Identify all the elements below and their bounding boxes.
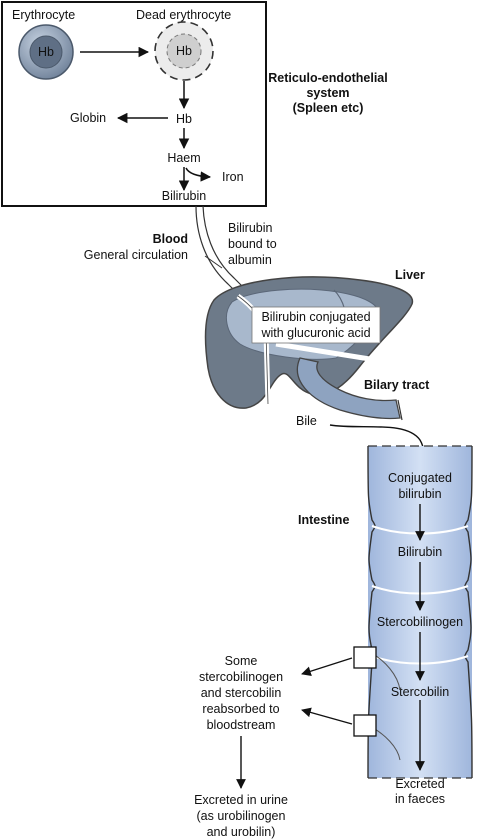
hb-label-erythrocyte: Hb [38,45,54,59]
iron-label: Iron [222,170,244,184]
intestine-title: Intestine [298,513,349,527]
arrow-reabsorb-upper [301,657,353,676]
segment1-line1: Conjugated [388,471,452,485]
globin-label: Globin [70,111,106,125]
bilirubin-label: Bilirubin [162,189,207,203]
reticulo-title-line1: Reticulo-endothelial [268,71,387,85]
reabsorb-line5: bloodstream [207,718,276,732]
segment1-line2: bilirubin [398,487,441,501]
blood-vessel [195,205,247,297]
conjugation-line1: Bilirubin conjugated [261,310,370,324]
haem-label: Haem [167,151,200,165]
reabsorb-box-lower [353,714,377,737]
bound-line3: albumin [228,253,272,267]
segment3-label: Stercobilinogen [377,615,463,629]
hb-label-dead: Hb [176,44,192,58]
reabsorb-line1: Some [225,654,258,668]
arrow-to-iron [185,167,212,182]
segment2-label: Bilirubin [398,545,443,559]
biliary-title: Bilary tract [364,378,430,392]
excreted-faeces-line1: Excreted [395,777,444,791]
bound-line2: bound to [228,237,277,251]
reticulo-title-line2: system [306,86,349,100]
blood-title: Blood [153,232,188,246]
reabsorb-line2: stercobilinogen [199,670,283,684]
urine-line3: and urobilin) [207,825,276,839]
reticulo-endothelial-box [1,1,267,207]
reabsorb-line4: reabsorbed to [202,702,279,716]
bound-line1: Bilirubin [228,221,273,235]
hb-label: Hb [176,112,192,126]
liver-title: Liver [395,268,425,282]
conjugation-box [251,306,381,344]
dead-erythrocyte-icon [154,21,214,81]
arrow-reabsorb-lower [301,707,353,725]
reabsorb-box-upper [353,646,377,669]
segment4-label: Stercobilin [391,685,449,699]
blood-subtitle: General circulation [84,248,188,262]
urine-line2: (as urobilinogen [197,809,286,823]
reticulo-title-line3: (Spleen etc) [293,101,364,115]
conjugation-line2: with glucuronic acid [260,326,370,340]
excreted-faeces-line2: in faeces [395,792,445,806]
erythrocyte-label: Erythrocyte [12,8,75,22]
biliary-tract [296,357,403,421]
erythrocyte-icon [18,24,74,80]
bile-label: Bile [296,414,317,428]
urine-line1: Excreted in urine [194,793,288,807]
dead-erythrocyte-label: Dead erythrocyte [136,8,231,22]
reabsorb-line3: and stercobilin [201,686,282,700]
